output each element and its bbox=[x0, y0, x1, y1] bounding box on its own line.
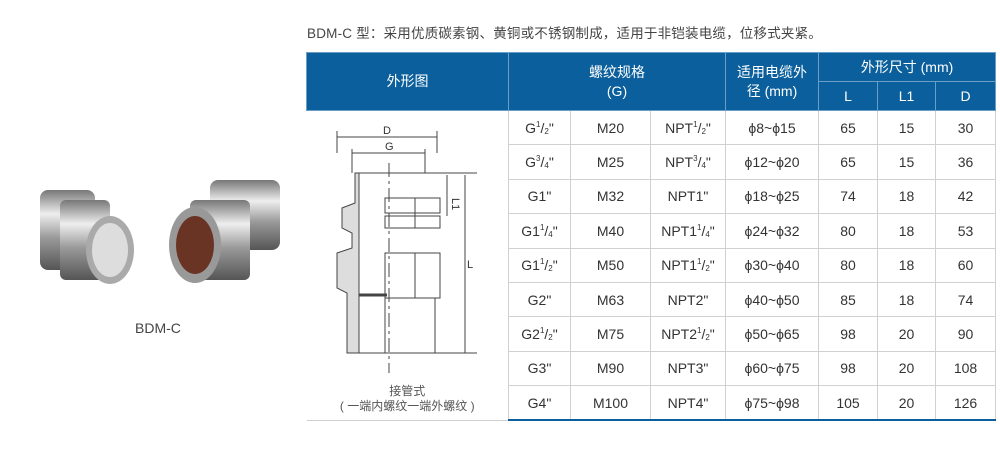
table-row: G1" M32 NPT1" ϕ18~ϕ25 74 18 42 bbox=[307, 178, 997, 215]
cell-npt: NPT21/2" bbox=[650, 316, 726, 352]
spec-table: 外形图 螺纹规格(G) 适用电缆外径 (mm) 外形尺寸 (mm) L L1 D… bbox=[306, 52, 997, 422]
cell-L1: 20 bbox=[877, 350, 936, 387]
cell-cable: ϕ24~ϕ32 bbox=[725, 213, 819, 249]
cell-D: 126 bbox=[934, 385, 997, 422]
cell-L: 80 bbox=[818, 213, 878, 249]
cell-g: G2" bbox=[508, 281, 571, 318]
svg-text:L: L bbox=[467, 259, 473, 271]
header-D: D bbox=[934, 81, 997, 111]
cell-L: 65 bbox=[818, 144, 878, 180]
cell-D: 60 bbox=[934, 247, 997, 283]
table-row: G21/2" M75 NPT21/2" ϕ50~ϕ65 98 20 90 bbox=[307, 316, 997, 352]
cell-g: G1/2" bbox=[508, 109, 571, 146]
figure-caption-detail: ( 一端内螺纹一端外螺纹 ) bbox=[339, 398, 475, 413]
cell-g: G4" bbox=[508, 385, 571, 422]
cell-m: M40 bbox=[570, 213, 651, 249]
cell-L: 80 bbox=[818, 247, 878, 283]
cell-L: 85 bbox=[818, 281, 878, 318]
cell-L1: 18 bbox=[877, 178, 936, 215]
cell-m: M75 bbox=[570, 316, 651, 352]
cell-L: 98 bbox=[818, 350, 878, 387]
cell-m: M63 bbox=[570, 281, 651, 318]
header-L1: L1 bbox=[877, 81, 936, 111]
table-row: G2" M63 NPT2" ϕ40~ϕ50 85 18 74 bbox=[307, 281, 997, 318]
cell-D: 36 bbox=[934, 144, 997, 180]
cell-cable: ϕ60~ϕ75 bbox=[725, 350, 819, 387]
cell-g: G3/4" bbox=[508, 144, 571, 180]
cell-g: G11/4" bbox=[508, 213, 571, 249]
cell-npt: NPT3" bbox=[650, 350, 726, 387]
cell-cable: ϕ8~ϕ15 bbox=[725, 109, 819, 146]
header-cable: 适用电缆外径 (mm) bbox=[725, 52, 819, 111]
cell-npt: NPT2" bbox=[650, 281, 726, 318]
cell-cable: ϕ40~ϕ50 bbox=[725, 281, 819, 318]
cell-npt: NPT11/4" bbox=[650, 213, 726, 249]
svg-text:G: G bbox=[385, 141, 394, 153]
cell-m: M32 bbox=[570, 178, 651, 215]
cell-D: 74 bbox=[934, 281, 997, 318]
svg-text:L1: L1 bbox=[449, 198, 461, 210]
table-row: G11/4" M40 NPT11/4" ϕ24~ϕ32 80 18 53 bbox=[307, 213, 997, 249]
cell-L1: 15 bbox=[877, 144, 936, 180]
product-description: BDM-C 型：采用优质碳素钢、黄铜或不锈钢制成，适用于非铠装电缆，位移式夹紧。 bbox=[307, 26, 822, 41]
cell-L: 74 bbox=[818, 178, 878, 215]
cell-npt: NPT11/2" bbox=[650, 247, 726, 283]
cell-m: M20 bbox=[570, 109, 651, 146]
cell-L1: 20 bbox=[877, 385, 936, 422]
header-thread: 螺纹规格(G) bbox=[508, 52, 726, 111]
product-photo bbox=[40, 180, 280, 284]
cell-L: 98 bbox=[818, 316, 878, 352]
table-row: G11/2" M50 NPT11/2" ϕ30~ϕ40 80 18 60 bbox=[307, 247, 997, 283]
cell-cable: ϕ12~ϕ20 bbox=[725, 144, 819, 180]
header-dims: 外形尺寸 (mm) bbox=[817, 52, 997, 82]
cell-D: 90 bbox=[934, 316, 997, 352]
cell-g: G3" bbox=[508, 350, 571, 387]
cell-g: G21/2" bbox=[508, 316, 571, 352]
cell-D: 30 bbox=[934, 109, 997, 146]
cell-D: 108 bbox=[934, 350, 997, 387]
cell-g: G11/2" bbox=[508, 247, 571, 283]
svg-text:D: D bbox=[383, 125, 391, 137]
cell-L1: 18 bbox=[877, 213, 936, 249]
figure-caption: 接管式 bbox=[389, 383, 426, 398]
table-row: G4" M100 NPT4" ϕ75~ϕ98 105 20 126 bbox=[307, 385, 997, 422]
cell-L: 105 bbox=[818, 385, 878, 422]
cell-cable: ϕ50~ϕ65 bbox=[725, 316, 819, 352]
cell-L1: 18 bbox=[877, 281, 936, 318]
header-L: L bbox=[818, 81, 878, 111]
cell-npt: NPT4" bbox=[650, 385, 726, 422]
cross-section-drawing: DG L1L bbox=[336, 125, 478, 373]
cell-cable: ϕ75~ϕ98 bbox=[725, 385, 819, 422]
cell-m: M50 bbox=[570, 247, 651, 283]
cell-L1: 15 bbox=[877, 109, 936, 146]
cell-L1: 20 bbox=[877, 316, 936, 352]
cell-m: M25 bbox=[570, 144, 651, 180]
cell-L: 65 bbox=[818, 109, 878, 146]
cell-g: G1" bbox=[508, 178, 571, 215]
cell-D: 53 bbox=[934, 213, 997, 249]
table-row: G3/4" M25 NPT3/4" ϕ12~ϕ20 65 15 36 bbox=[307, 144, 997, 180]
fitting-photo-left bbox=[40, 190, 134, 284]
photo-label: BDM-C bbox=[135, 320, 181, 336]
cell-m: M100 bbox=[570, 385, 651, 422]
cell-D: 42 bbox=[934, 178, 997, 215]
cell-cable: ϕ30~ϕ40 bbox=[725, 247, 819, 283]
cell-cable: ϕ18~ϕ25 bbox=[725, 178, 819, 215]
cell-m: M90 bbox=[570, 350, 651, 387]
cell-npt: NPT1" bbox=[650, 178, 726, 215]
cell-L1: 18 bbox=[877, 247, 936, 283]
header-figure: 外形图 bbox=[306, 52, 509, 111]
table-row: G3" M90 NPT3" ϕ60~ϕ75 98 20 108 bbox=[307, 350, 997, 387]
cell-npt: NPT3/4" bbox=[650, 144, 726, 180]
fitting-photo-right bbox=[169, 180, 280, 283]
cell-npt: NPT1/2" bbox=[650, 109, 726, 146]
